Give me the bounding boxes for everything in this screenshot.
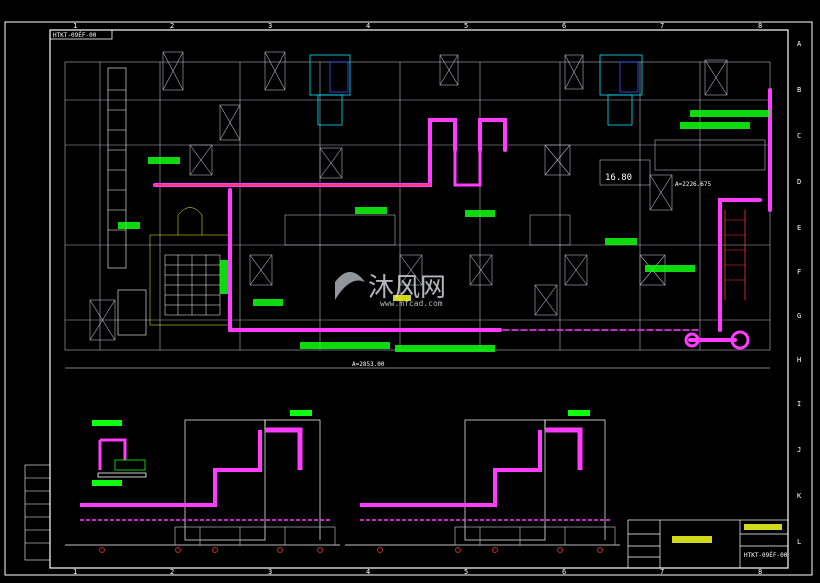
watermark-url: www.mfcad.com xyxy=(380,299,443,308)
col-number: 1 xyxy=(73,22,77,30)
row-letter: H xyxy=(797,356,801,364)
drawing-frame xyxy=(4,21,813,576)
col-number: 7 xyxy=(660,568,664,576)
col-number: 4 xyxy=(366,22,370,30)
row-letter: D xyxy=(797,178,801,186)
row-letter: L xyxy=(797,538,801,546)
pipe-routing-plan xyxy=(153,88,772,350)
title-block: HTKT-09ÉF-00 xyxy=(627,519,789,569)
row-letter: A xyxy=(797,40,802,48)
dimension-main-label: A=2853.00 xyxy=(352,361,385,368)
equipment-block xyxy=(149,207,231,326)
left-stair-column xyxy=(107,67,147,336)
drawing-code: HTKT-09ÉF-00 xyxy=(53,31,97,39)
row-letter: E xyxy=(797,224,801,232)
col-number: 2 xyxy=(170,568,174,576)
tower-left xyxy=(309,54,351,126)
drawing-code-box: HTKT-09ÉF-00 xyxy=(49,29,113,40)
col-number: 7 xyxy=(660,22,664,30)
row-letter: F xyxy=(797,268,801,276)
col-number: 2 xyxy=(170,22,174,30)
watermark-text: 沐风网 xyxy=(368,273,446,303)
row-letter: I xyxy=(797,400,801,408)
plan-dimension: A=2853.00 16.80 A=2226.675 xyxy=(65,173,770,369)
tower-right xyxy=(599,54,643,126)
plan-callouts xyxy=(118,110,770,352)
detail-view-small xyxy=(92,420,147,486)
col-number: 4 xyxy=(366,568,370,576)
row-letter: K xyxy=(797,492,802,500)
col-number: 5 xyxy=(464,568,468,576)
row-letters: A B C D E F G H I J K L xyxy=(797,40,802,546)
col-number: 8 xyxy=(758,568,762,576)
title-block-code: HTKT-09ÉF-00 xyxy=(744,551,788,559)
col-number: 5 xyxy=(464,22,468,30)
col-number: 6 xyxy=(562,22,566,30)
row-letter: G xyxy=(797,312,801,320)
section-view-1 xyxy=(65,410,340,553)
col-number: 8 xyxy=(758,22,762,30)
revision-strip xyxy=(24,464,51,561)
row-letter: B xyxy=(797,86,801,94)
col-number: 6 xyxy=(562,568,566,576)
col-number: 3 xyxy=(268,568,272,576)
section-view-2 xyxy=(345,410,620,553)
elevation-tag: A=2226.675 xyxy=(675,181,712,188)
row-letter: C xyxy=(797,132,801,140)
col-number: 1 xyxy=(73,568,77,576)
column-numbers: 1 2 3 4 5 6 7 8 1 2 3 4 5 6 7 8 xyxy=(73,22,762,576)
col-number: 3 xyxy=(268,22,272,30)
row-letter: J xyxy=(797,446,801,454)
elevation-label: 16.80 xyxy=(605,173,632,183)
watermark: 沐风网 www.mfcad.com xyxy=(335,272,446,308)
